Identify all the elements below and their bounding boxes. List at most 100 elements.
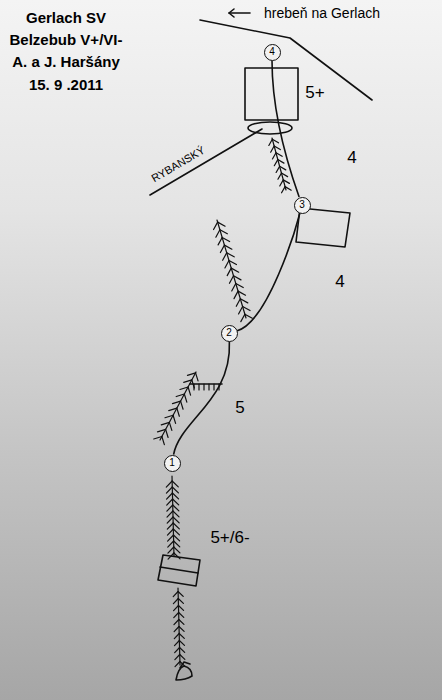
hatch-stroke [220,230,227,234]
hatch-stroke [208,384,209,390]
belay-number: 1 [169,458,175,468]
hatch-stroke [236,283,243,287]
hatch-stroke [245,314,252,318]
hatch-stroke [282,187,286,193]
route-line [272,61,299,197]
hatch-stroke [166,481,172,487]
hatch-stroke [179,634,184,639]
hatch-stroke [162,436,164,444]
route-name: Belzebub V+/VI- [10,32,123,49]
hatch-stroke [218,237,222,244]
belay-circle: 3 [294,197,311,214]
belay-number: 2 [226,328,232,338]
hatch-stroke [161,422,169,424]
hatch-stroke [179,613,184,618]
hatch-stroke [173,415,175,423]
hatch-stroke [227,268,231,275]
hatch-stroke [168,541,174,547]
direction-note: hrebeň na Gerlach [264,6,380,21]
hatch-stroke [166,487,172,493]
hatch-stroke [178,606,183,611]
hatch-stroke [172,493,178,499]
route-line [237,213,300,330]
hatch-stroke [229,276,233,283]
hatch-stroke [276,166,280,172]
hatch-stroke [285,187,291,191]
hatch-stroke [274,146,280,150]
belay-number: 4 [269,47,275,57]
ridge-arrowhead [229,9,234,17]
block-edge [160,567,198,573]
block [296,208,350,247]
hatch-stroke [276,153,282,157]
hatch-stroke [179,620,184,625]
hatch-stroke [240,299,247,303]
hatch-stroke [173,517,179,523]
hatch-stroke [167,511,173,517]
hatch-stroke [179,627,184,632]
hatch-stroke [180,387,188,389]
grade: 5+ [305,84,324,103]
ledge [248,122,292,134]
top-block [245,68,298,120]
hatch-stroke [234,291,238,298]
hatch-stroke [272,139,278,143]
belay-circle: 1 [164,455,181,472]
title: Gerlach SV [26,10,106,27]
hatch-stroke [179,641,184,646]
hatch-stroke [168,547,174,553]
hatch-stroke [184,380,192,382]
hatch-stroke [227,253,234,257]
hatch-stroke [181,401,183,409]
hatch-stroke [193,384,194,390]
hatch-stroke [271,146,275,152]
hatch-stroke [172,401,180,403]
hatch-stroke [174,606,179,611]
belay-number: 3 [299,200,305,210]
hatch-stroke [203,384,204,390]
hatch-stroke [173,511,179,517]
hatch-stroke [243,306,250,310]
belay-circle: 2 [221,325,238,342]
belay-circle: 4 [264,44,281,61]
hatch-stroke [166,429,168,437]
hatch-stroke [217,220,246,318]
hatch-stroke [173,599,178,604]
hatch-stroke [187,373,195,375]
hatch-stroke [281,173,287,177]
grade: 5 [235,399,244,418]
hatch-stroke [173,529,179,535]
hatch-stroke [198,384,199,390]
hatch-stroke [174,634,179,639]
hatch-stroke [177,408,179,416]
hatch-stroke [169,422,171,430]
hatch-stroke [174,541,180,547]
hatch-stroke [269,139,273,145]
hatch-stroke [174,641,179,646]
hatch-stroke [280,166,286,170]
hatch-stroke [188,387,190,395]
hatch-stroke [167,517,173,523]
hatch-stroke [173,505,179,511]
hatch-stroke [174,547,180,553]
hatch-stroke [174,553,180,559]
hatch-stroke [178,599,183,604]
hatch-stroke [218,222,225,226]
hatch-stroke [176,394,184,396]
hatch-stroke [167,523,173,529]
hatch-stroke [175,655,180,660]
authors: A. a J. Haršány [12,54,120,71]
hatch-stroke [168,535,174,541]
hatch-stroke [278,173,282,179]
hatch-stroke [229,260,236,264]
hatch-stroke [196,373,198,381]
hatch-stroke [172,481,178,487]
hatch-stroke [174,627,179,632]
hatch-stroke [231,268,238,272]
start-symbol [180,662,190,668]
hatch-stroke [173,523,179,529]
hatch-stroke [173,535,179,541]
hatch-stroke [169,408,177,410]
hatch-stroke [220,245,224,252]
